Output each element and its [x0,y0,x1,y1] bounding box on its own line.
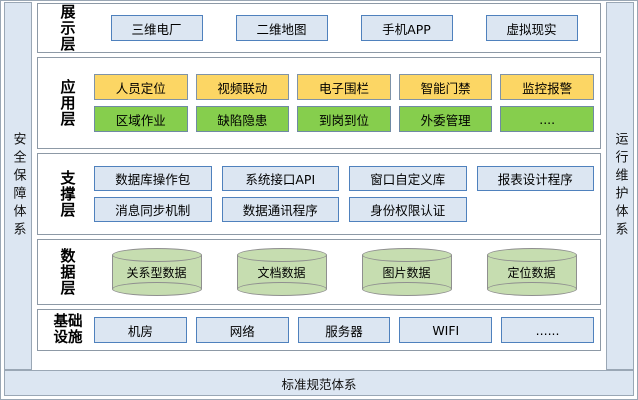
database-cylinder-positioning[interactable]: 定位数据 [486,248,577,296]
node-more-ellipsis[interactable]: ...... [501,317,594,343]
node-personnel-positioning[interactable]: 人员定位 [94,74,188,100]
layer-support-label: 支 撑 层 [42,170,94,219]
layer-data-row: 关系型数据 文档数据 [94,248,594,296]
layer-presentation-label-char-3: 层 [60,35,76,54]
layer-stack: 展 示 层 三维电厂 二维地图 手机APP 虚拟现实 应 用 层 [37,3,601,351]
node-3d-power-plant[interactable]: 三维电厂 [110,15,203,41]
node-system-interface-api[interactable]: 系统接口API [221,166,339,191]
layer-application-body: 人员定位 视频联动 电子围栏 智能门禁 监控报警 区域作业 缺陷隐患 到岗到位 … [94,74,594,132]
cylinder-label-positioning: 定位数据 [507,265,556,280]
node-database-operation-package[interactable]: 数据库操作包 [94,166,212,191]
cylinder-bottom-ellipse [361,282,452,296]
layer-support-row-2: 消息同步机制 数据通讯程序 身份权限认证 [94,197,594,222]
layer-support-body: 数据库操作包 系统接口API 窗口自定义库 报表设计程序 消息同步机制 数据通讯… [94,166,594,222]
cylinder-top-ellipse [361,248,452,262]
node-2d-map[interactable]: 二维地图 [235,15,328,41]
node-report-design-program[interactable]: 报表设计程序 [476,166,594,191]
node-virtual-reality[interactable]: 虚拟现实 [485,15,578,41]
layer-infrastructure-label: 基础 设施 [42,314,94,346]
pillar-operations-maintenance-system: 运行维护体系 [606,2,634,370]
cylinder-bottom-ellipse [111,282,202,296]
node-machine-room[interactable]: 机房 [94,317,187,343]
layer-application-label-char-1: 应 [60,77,76,96]
layer-presentation-label-char-1: 展 [60,2,76,21]
database-cylinder-document[interactable]: 文档数据 [236,248,327,296]
layer-data: 数 据 层 关系型数据 [37,239,601,305]
layer-application-label: 应 用 层 [42,79,94,128]
layer-infrastructure: 基础 设施 机房 网络 服务器 WIFI ...... [37,309,601,351]
node-window-custom-library[interactable]: 窗口自定义库 [349,166,467,191]
layer-support: 支 撑 层 数据库操作包 系统接口API 窗口自定义库 报表设计程序 消息同步机… [37,153,601,235]
layer-data-label-char-3: 层 [60,279,76,298]
layer-data-label-char-2: 据 [60,262,76,281]
pillar-left-label: 安全保障体系 [10,132,26,240]
cylinder-label-document: 文档数据 [257,265,306,280]
node-on-duty-in-place[interactable]: 到岗到位 [297,106,391,132]
layer-presentation-label: 展 示 层 [42,4,94,53]
layer-application: 应 用 层 人员定位 视频联动 电子围栏 智能门禁 监控报警 区域作业 缺陷隐患… [37,57,601,149]
node-message-sync-mechanism[interactable]: 消息同步机制 [94,197,212,222]
layer-infrastructure-body: 机房 网络 服务器 WIFI ...... [94,317,594,343]
standards-bar-label: 标准规范体系 [281,376,357,392]
node-video-linkage[interactable]: 视频联动 [195,74,290,100]
cylinder-bottom-ellipse [486,282,577,296]
node-slot: 虚拟现实 [469,15,594,41]
cylinder-top-ellipse [236,248,327,262]
node-mobile-app[interactable]: 手机APP [360,15,453,41]
node-network[interactable]: 网络 [195,317,289,343]
layer-application-label-char-3: 层 [60,110,76,129]
layer-application-row-2: 区域作业 缺陷隐患 到岗到位 外委管理 .... [94,106,594,132]
layer-data-label-char-1: 数 [60,246,76,265]
node-server[interactable]: 服务器 [297,317,391,343]
node-slot: 三维电厂 [94,15,219,41]
cylinder-top-ellipse [111,248,202,262]
cylinder-slot: 关系型数据 [94,248,219,296]
node-wifi[interactable]: WIFI [399,317,493,343]
layer-infrastructure-label-line-2: 设施 [53,330,83,346]
layer-support-label-char-2: 撑 [60,184,76,203]
node-monitoring-alarm[interactable]: 监控报警 [500,74,594,100]
cylinder-top-ellipse [486,248,577,262]
node-defect-hazard[interactable]: 缺陷隐患 [195,106,290,132]
layer-infrastructure-label-line-1: 基础 [53,313,83,330]
layer-support-label-char-3: 层 [60,201,76,220]
database-cylinder-relational[interactable]: 关系型数据 [111,248,202,296]
database-cylinder-image[interactable]: 图片数据 [361,248,452,296]
node-slot: 手机APP [344,15,469,41]
cylinder-slot: 文档数据 [219,248,344,296]
layer-presentation-label-char-2: 示 [60,18,76,37]
cylinder-label-relational: 关系型数据 [126,265,187,280]
layer-data-label: 数 据 层 [42,248,94,297]
cylinder-label-image: 图片数据 [382,265,431,280]
layer-presentation: 展 示 层 三维电厂 二维地图 手机APP 虚拟现实 [37,3,601,53]
layer-application-row-1: 人员定位 视频联动 电子围栏 智能门禁 监控报警 [94,74,594,100]
layer-support-row-1: 数据库操作包 系统接口API 窗口自定义库 报表设计程序 [94,166,594,191]
layer-support-label-char-1: 支 [60,168,76,187]
node-area-operation[interactable]: 区域作业 [94,106,188,132]
node-smart-access-control[interactable]: 智能门禁 [398,74,493,100]
node-electronic-fence[interactable]: 电子围栏 [297,74,391,100]
node-outsourcing-management[interactable]: 外委管理 [398,106,493,132]
cylinder-bottom-ellipse [236,282,327,296]
node-slot: 二维地图 [219,15,344,41]
pillar-security-system: 安全保障体系 [4,2,32,370]
standards-specification-bar: 标准规范体系 [4,370,634,396]
node-more-ellipsis[interactable]: .... [500,106,594,132]
cylinder-slot: 定位数据 [469,248,594,296]
node-data-communication-program[interactable]: 数据通讯程序 [221,197,339,222]
layer-infrastructure-row: 机房 网络 服务器 WIFI ...... [94,317,594,343]
layer-application-label-char-2: 用 [60,93,76,112]
pillar-right-label: 运行维护体系 [612,132,628,240]
cylinder-slot: 图片数据 [344,248,469,296]
layer-data-body: 关系型数据 文档数据 [94,248,594,296]
layer-presentation-body: 三维电厂 二维地图 手机APP 虚拟现实 [94,15,594,41]
node-identity-permission-auth[interactable]: 身份权限认证 [349,197,467,222]
layer-presentation-row: 三维电厂 二维地图 手机APP 虚拟现实 [94,15,594,41]
